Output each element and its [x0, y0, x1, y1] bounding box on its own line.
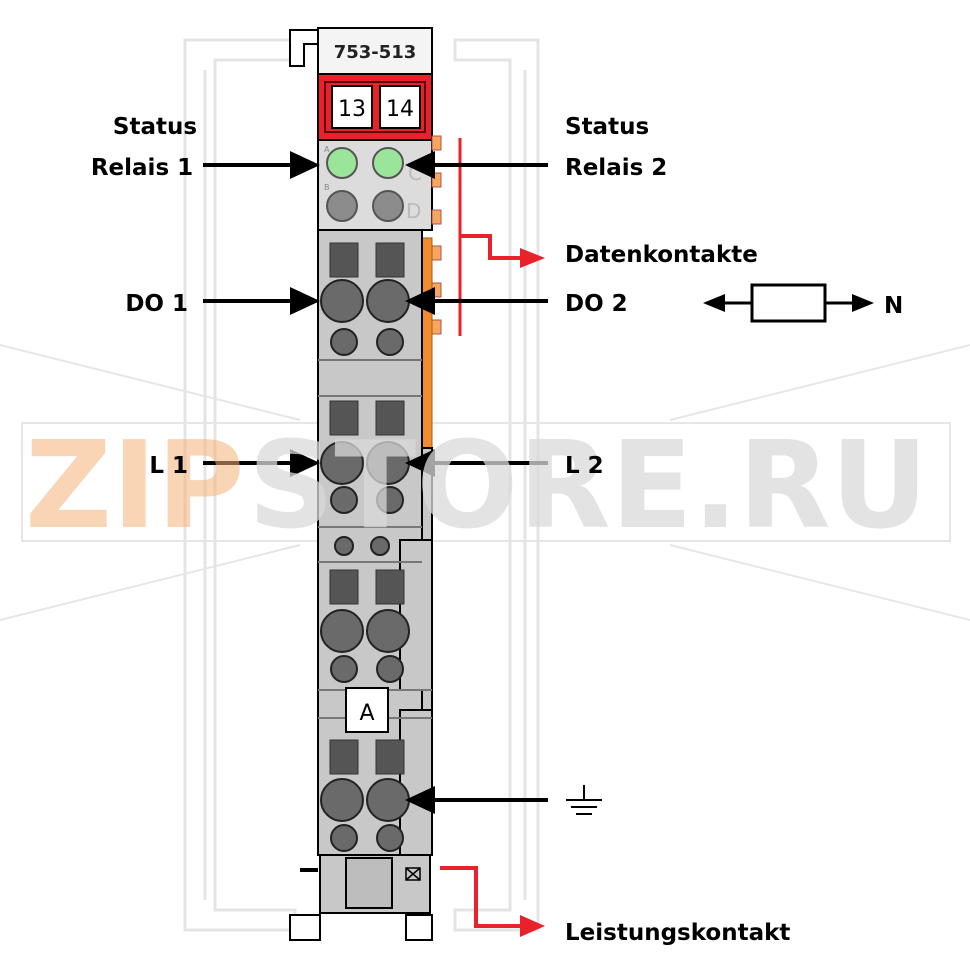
led-label-d: D [406, 199, 421, 223]
label-l2: L 2 [565, 453, 604, 479]
watermark-lines [0, 344, 970, 621]
label-leistungskontakt: Leistungskontakt [565, 920, 790, 946]
label-status-1-line1: Status [113, 114, 197, 140]
connector-group-4 [320, 739, 410, 852]
terminal-13-label: 13 [338, 97, 366, 122]
led-label-b: B [324, 183, 330, 192]
black-arrows [203, 151, 548, 814]
datenkontakte-bracket [458, 138, 545, 336]
section-dividers [318, 359, 432, 719]
terminal-14-box [379, 85, 421, 129]
ground-icon [566, 785, 602, 815]
labels: Status Relais 1 Status Relais 2 Datenkon… [91, 114, 903, 946]
clamp-do2[interactable] [366, 279, 410, 323]
label-status-1-line2: Relais 1 [91, 155, 193, 181]
connector-group-1 [320, 242, 410, 356]
io-module: 753-513 13 14 A B C D [289, 27, 442, 941]
label-datenkontakte: Datenkontakte [565, 242, 758, 268]
model-number: 753-513 [334, 42, 417, 63]
connector-group-2 [320, 400, 410, 556]
marker-a-box [345, 687, 389, 733]
terminal-14-label: 14 [386, 97, 414, 122]
led-label-a: A [324, 145, 330, 154]
clamp-ground-left[interactable] [320, 778, 364, 822]
clamp-do1[interactable] [320, 279, 364, 323]
top-clip-left [289, 29, 321, 67]
connector-group-3 [320, 569, 410, 683]
terminal-13-box [331, 85, 373, 129]
data-contacts [431, 135, 442, 335]
status-led-relais-1 [326, 147, 358, 179]
status-led-b-right [372, 190, 404, 222]
watermark-zip: ZIP [25, 417, 245, 556]
watermark-frame [21, 422, 951, 542]
watermark-store: STORE.RU [248, 417, 928, 556]
load-symbol [703, 283, 874, 323]
status-led-relais-2 [372, 147, 404, 179]
marker-a-label: A [359, 701, 374, 726]
label-status-2-line2: Relais 2 [565, 155, 667, 181]
load-resistor-icon [750, 283, 827, 323]
leistungskontakt-arrow [440, 866, 545, 937]
clamp-ground-right[interactable] [366, 778, 410, 822]
clamp-l1[interactable] [320, 441, 364, 485]
label-l1: L 1 [149, 453, 188, 479]
label-do1: DO 1 [125, 291, 188, 317]
label-status-2-line1: Status [565, 114, 649, 140]
label-n: N [884, 293, 903, 319]
status-led-b-left [326, 190, 358, 222]
label-do2: DO 2 [565, 291, 628, 317]
